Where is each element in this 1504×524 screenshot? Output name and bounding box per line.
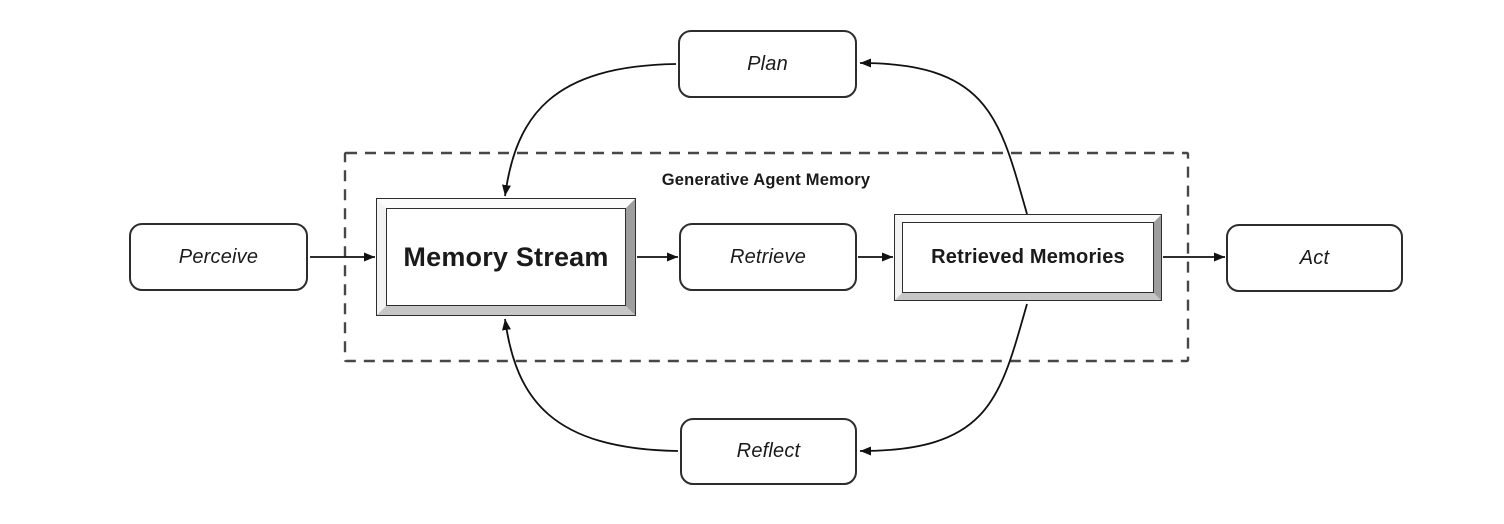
edge-reflect-to-memory-stream	[502, 318, 679, 452]
memory-stream-bevel-frame: Memory Stream	[377, 199, 635, 315]
perceive-label: Perceive	[178, 245, 259, 268]
memory-group-title: Generative Agent Memory	[661, 171, 871, 189]
retrieved-memories-bevel-frame: Retrieved Memories	[895, 215, 1161, 300]
node-retrieve: Retrieve	[679, 223, 857, 291]
retrieved-memories-label: Retrieved Memories	[931, 246, 1125, 268]
act-label: Act	[1299, 246, 1330, 269]
node-memory-stream: Memory Stream	[376, 198, 636, 316]
node-act: Act	[1226, 224, 1403, 292]
node-reflect: Reflect	[680, 418, 857, 485]
retrieve-label: Retrieve	[729, 245, 807, 268]
memory-stream-label: Memory Stream	[403, 241, 609, 272]
node-perceive: Perceive	[129, 223, 308, 291]
plan-label: Plan	[747, 52, 788, 75]
edge-retrieved-memories-to-plan	[859, 58, 1028, 215]
node-retrieved-memories: Retrieved Memories	[894, 214, 1162, 301]
reflect-label: Reflect	[736, 440, 801, 462]
node-plan: Plan	[678, 30, 857, 98]
edge-retrieved-memories-to-reflect	[859, 303, 1028, 456]
